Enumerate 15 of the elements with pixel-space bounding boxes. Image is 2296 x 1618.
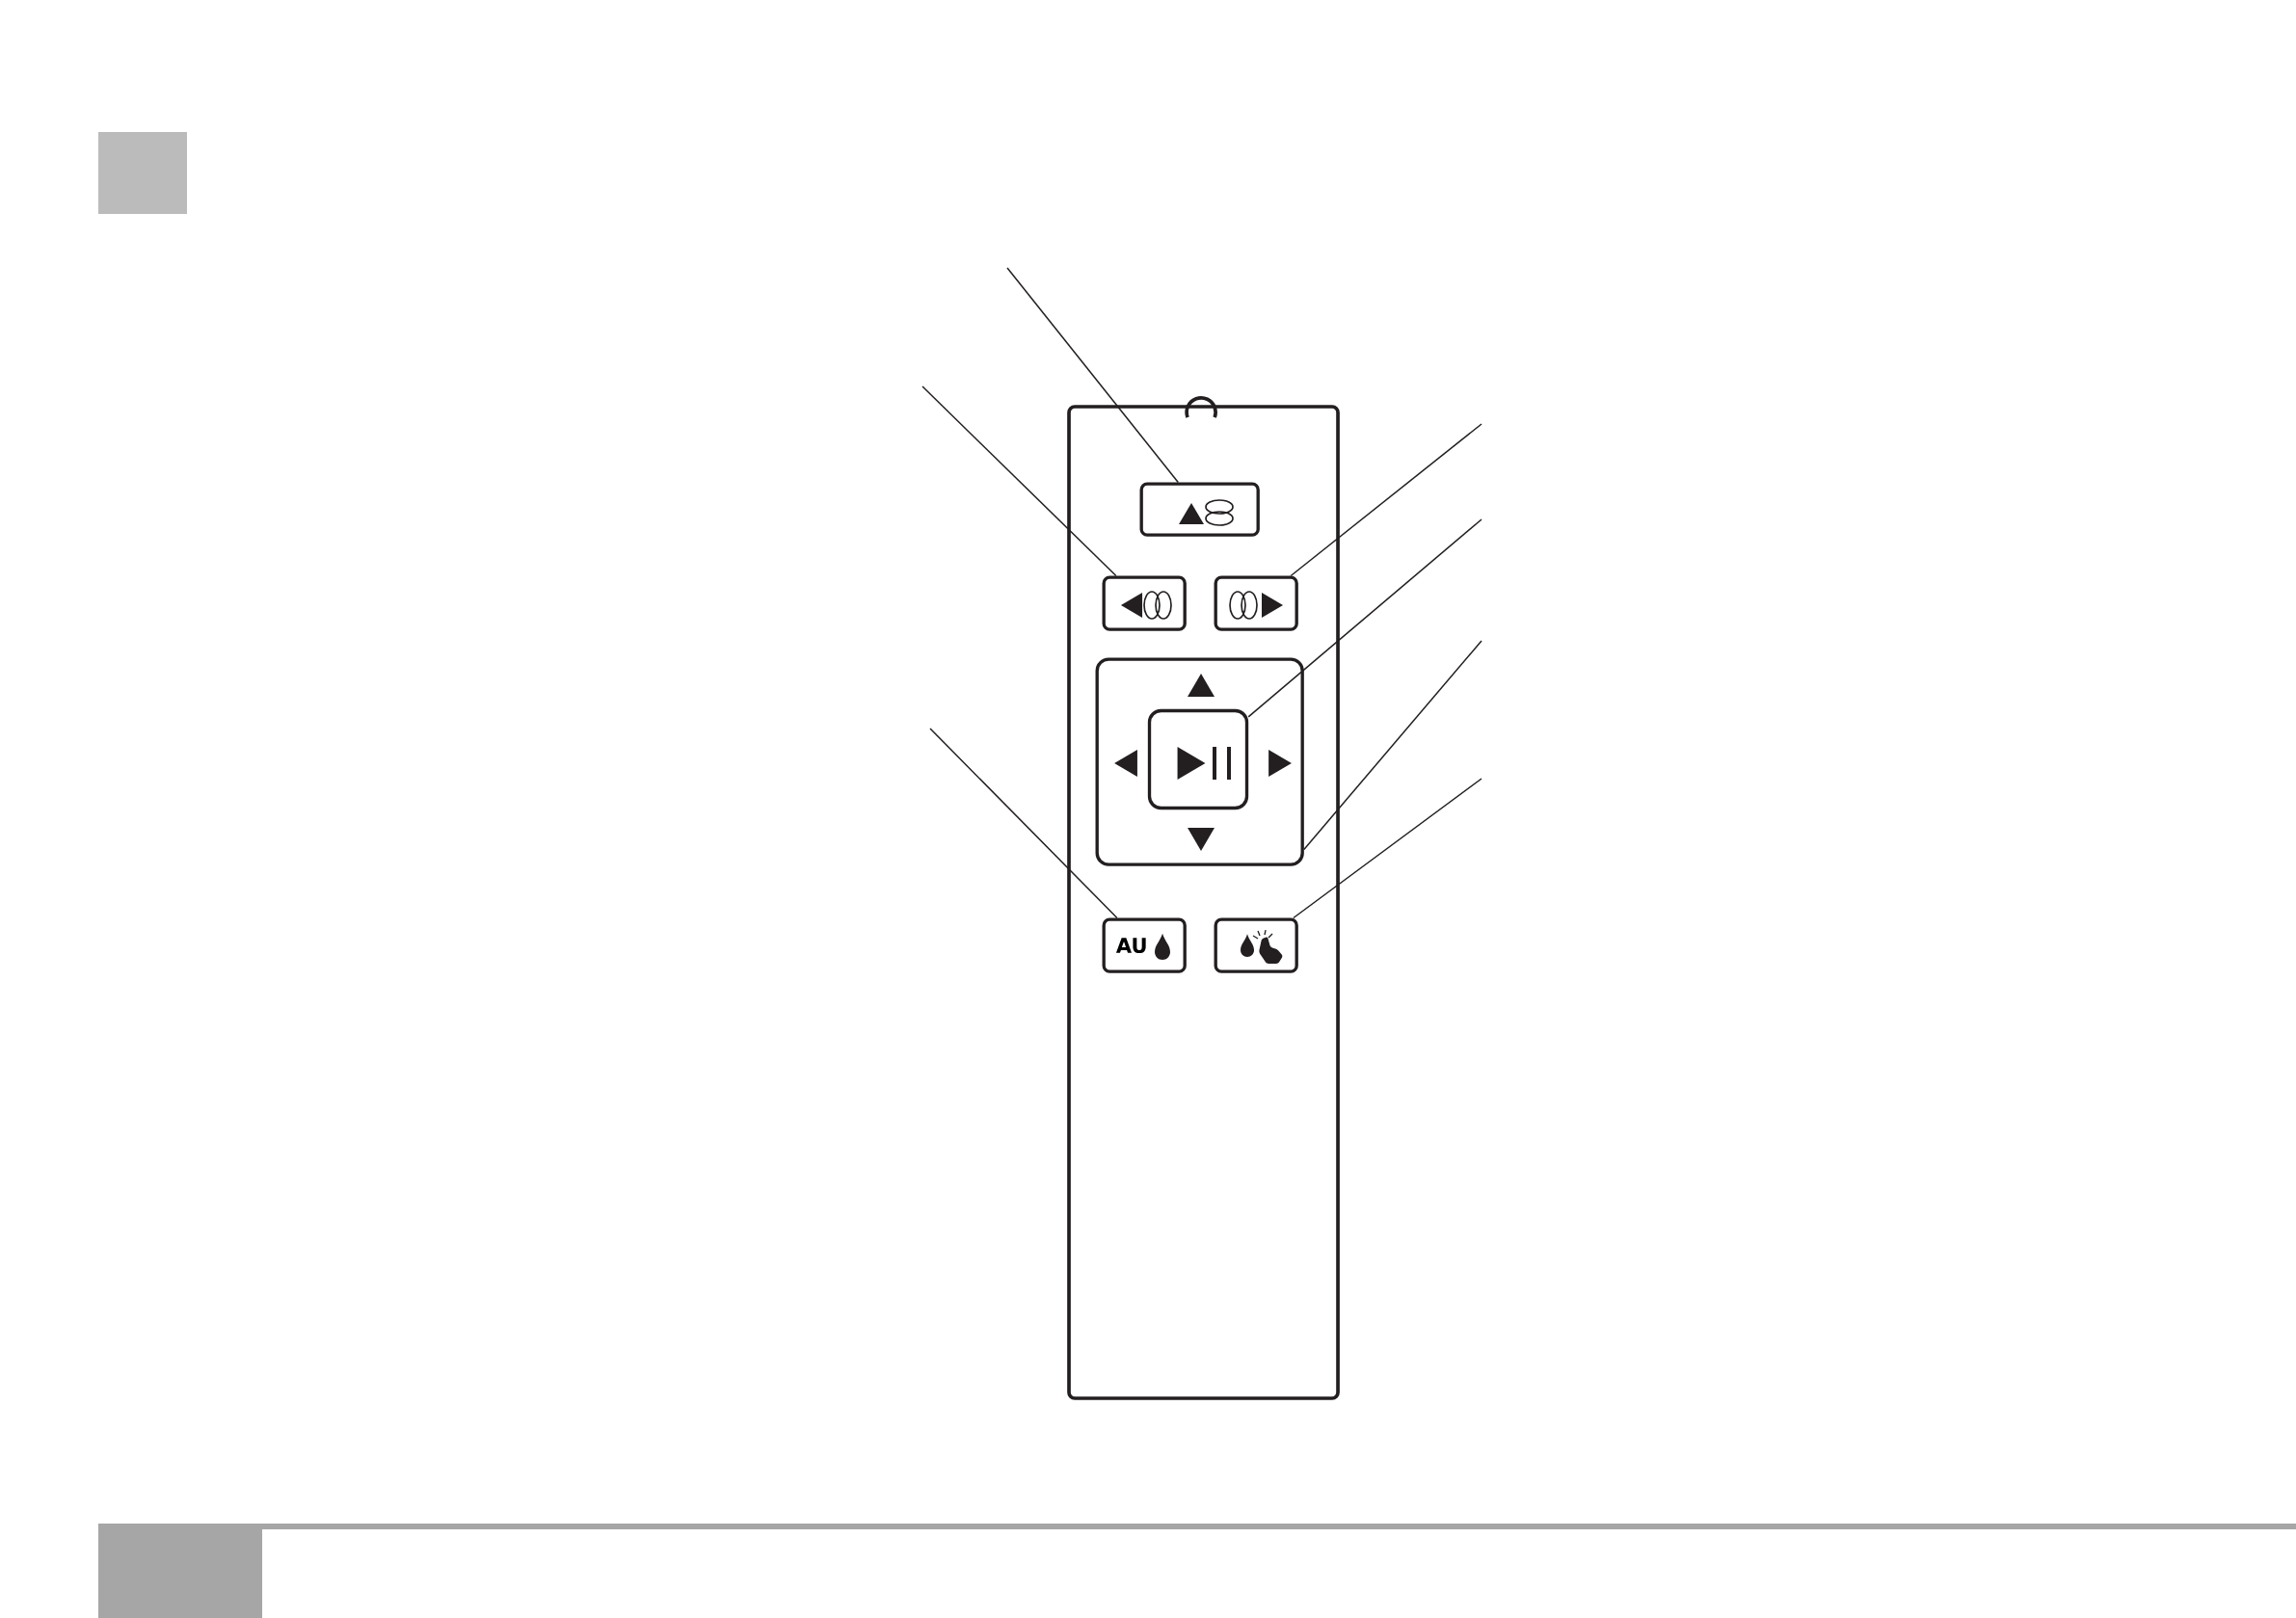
direction-pad [1095,657,1304,866]
leader-line [1303,640,1482,851]
button [1147,708,1249,810]
leader-line [929,728,1118,919]
button [1214,575,1298,631]
button [1214,917,1298,973]
leader-line [1247,518,1482,718]
leader-line [1006,267,1179,484]
button [1102,575,1187,631]
leader-line [1293,778,1482,919]
button [1139,482,1260,537]
leader-line [1290,423,1482,577]
leader-line [921,385,1117,577]
button: AU [1102,917,1187,973]
remote-body [1067,396,1340,1400]
